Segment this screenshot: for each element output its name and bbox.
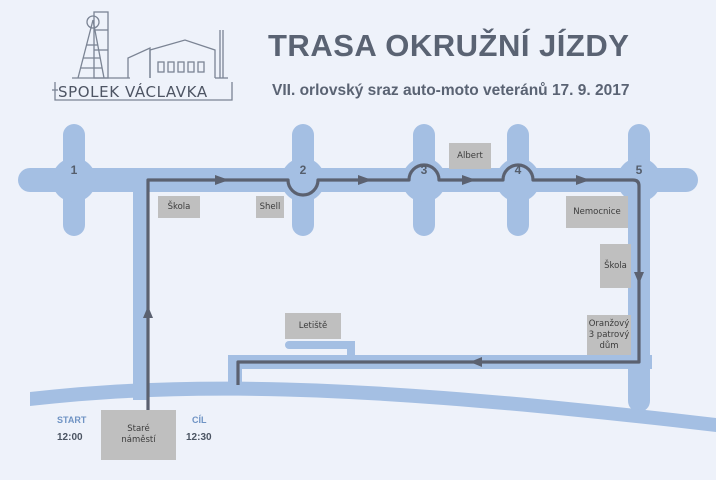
- landmark-stare-namesti: Staré náměstí: [101, 410, 176, 460]
- building-icon: [127, 30, 228, 79]
- landmark-skola-right: Škola: [600, 244, 631, 288]
- arrow-top-1: [215, 175, 229, 185]
- intersection-number-2: 2: [299, 163, 307, 177]
- finish-time: 12:30: [186, 432, 212, 443]
- roads: [18, 124, 698, 412]
- route-path: [146, 163, 641, 418]
- landmark-oranzovy-dum: Oranžový 3 patrový dům: [587, 315, 631, 355]
- logo-frame: [54, 82, 233, 101]
- intersection-number-4: 4: [514, 163, 522, 177]
- page-subtitle: VII. orlovský sraz auto-moto veteránů 17…: [272, 82, 630, 99]
- landmark-nemocnice: Nemocnice: [566, 196, 628, 228]
- intersection-circle-1: [52, 158, 96, 202]
- landmark-shell: Shell: [256, 196, 284, 218]
- start-label: START: [57, 415, 87, 425]
- start-time: 12:00: [57, 432, 83, 443]
- arrow-top-2: [358, 175, 372, 185]
- road-bottom-curve: [30, 381, 716, 432]
- route-line: [146, 163, 641, 418]
- intersection-number-1: 1: [70, 163, 78, 177]
- arrow-left-up: [143, 306, 153, 318]
- road-airport-end: [347, 341, 355, 357]
- road-airport: [285, 341, 355, 349]
- finish-label: CÍL: [192, 415, 207, 425]
- arrow-bottom-left: [470, 357, 482, 367]
- landmark-albert: Albert: [449, 143, 491, 169]
- intersection-circle-5: [617, 158, 661, 202]
- page-title: TRASA OKRUŽNÍ JÍZDY: [268, 28, 630, 63]
- route-arrows: [143, 175, 644, 367]
- arrow-right-down: [634, 272, 644, 284]
- intersection-number-5: 5: [635, 163, 643, 177]
- arrow-top-4: [576, 175, 590, 185]
- intersection-number-3: 3: [420, 163, 428, 177]
- logo-text: SPOLEK VÁCLAVKA: [58, 83, 208, 101]
- mine-tower-icon: [72, 11, 130, 79]
- road-left-vertical: [133, 180, 149, 400]
- landmark-letiste: Letiště: [285, 313, 341, 339]
- arrow-top-3: [462, 175, 476, 185]
- logo-icon: [52, 11, 233, 101]
- landmark-skola-left: Škola: [158, 196, 200, 218]
